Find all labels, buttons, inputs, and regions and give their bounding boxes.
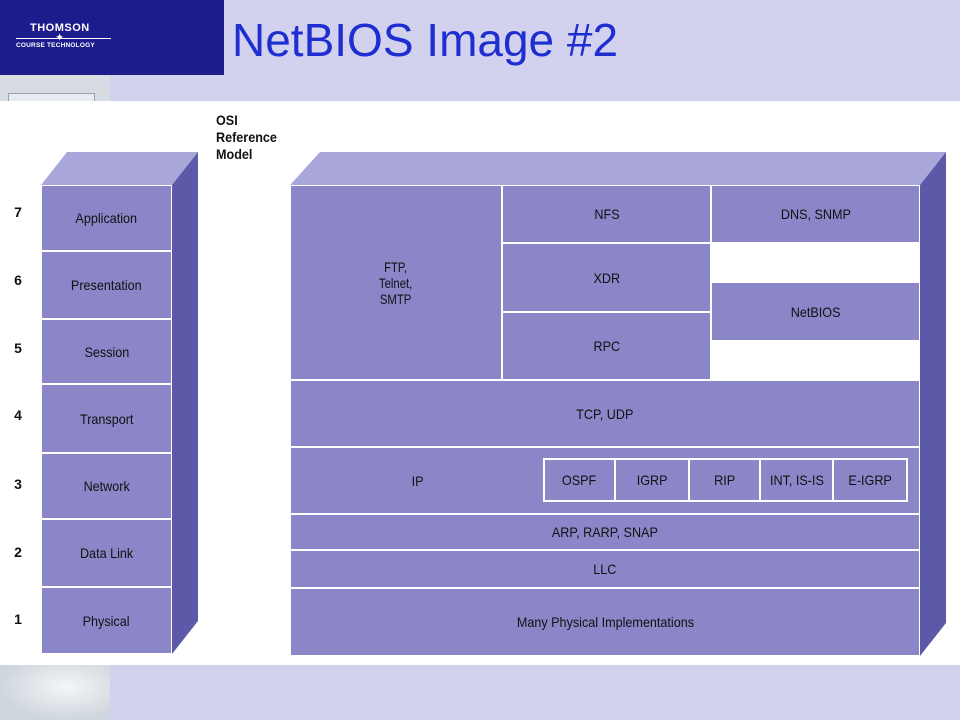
slide-title: NetBIOS Image #2	[232, 14, 619, 66]
routing-label: OSPF	[562, 472, 597, 488]
empty-cell-top	[712, 244, 919, 282]
protocol-label: DNS, SNMP	[780, 206, 851, 222]
routing-rip: RIP	[688, 458, 761, 502]
protocol-smtp: SMTP	[380, 290, 412, 307]
layer-number-7: 7	[14, 204, 22, 220]
thomson-logo: THOMSON ✦ COURSE TECHNOLOGY	[0, 0, 224, 75]
protocol-label: ARP, RARP, SNAP	[551, 524, 658, 540]
protocol-arp-rarp-snap: ARP, RARP, SNAP	[290, 514, 920, 550]
routing-label: IGRP	[636, 472, 668, 488]
layer-name: Network	[83, 478, 130, 494]
layer-number-3: 3	[14, 476, 22, 492]
osi-layer-presentation: Presentation	[41, 251, 172, 319]
osi-layer-data-link: Data Link	[41, 519, 172, 587]
protocol-rpc: RPC	[502, 312, 711, 380]
protocol-tcp-udp: TCP, UDP	[290, 380, 920, 447]
protocol-stack-top-face	[290, 152, 946, 185]
osi-layer-network: Network	[41, 453, 172, 519]
diagram-3d-faces	[41, 152, 946, 656]
osi-layer-application: Application	[41, 185, 172, 251]
protocol-netbios: NetBIOS	[711, 282, 920, 341]
layer-name: Presentation	[71, 277, 142, 293]
routing-label: E-IGRP	[848, 472, 892, 488]
empty-cell-bottom	[712, 342, 919, 379]
label-line-1: OSI	[216, 112, 238, 128]
osi-diagram: OSI Reference Model 7 6 5 4 3 2 1 Applic…	[0, 101, 960, 665]
routing-label: RIP	[713, 472, 736, 488]
layer-name: Transport	[79, 410, 134, 427]
protocol-label: RPC	[593, 338, 620, 354]
protocol-ip: IP	[290, 447, 546, 514]
osi-reference-model-label: OSI Reference Model	[216, 112, 277, 163]
protocol-label: TCP, UDP	[576, 405, 634, 422]
protocol-nfs: NFS	[502, 185, 711, 243]
protocol-ftp-telnet-smtp: FTP, Telnet, SMTP	[290, 185, 502, 380]
label-line-3: Model	[216, 146, 253, 162]
protocol-label: Many Physical Implementations	[516, 614, 694, 630]
bottom-decorative-image	[0, 665, 110, 720]
label-line-2: Reference	[216, 129, 277, 145]
layer-number-4: 4	[14, 407, 22, 423]
protocol-xdr: XDR	[502, 243, 711, 312]
logo-line2: COURSE TECHNOLOGY	[16, 42, 95, 49]
protocol-llc: LLC	[290, 550, 920, 588]
logo-rule	[16, 38, 111, 39]
routing-e-igrp: E-IGRP	[832, 458, 908, 502]
layer-number-6: 6	[14, 272, 22, 288]
logo-line1: THOMSON	[30, 22, 90, 34]
protocol-telnet: Telnet,	[379, 274, 413, 291]
layer-name: Application	[75, 210, 138, 226]
protocol-label: NFS	[593, 206, 620, 222]
osi-stack-top-face	[41, 152, 198, 185]
layer-name: Data Link	[79, 545, 134, 561]
osi-layer-physical: Physical	[41, 587, 172, 654]
layer-number-1: 1	[14, 611, 22, 627]
protocol-dns-snmp: DNS, SNMP	[711, 185, 920, 243]
osi-layer-session: Session	[41, 319, 172, 384]
osi-stack-side-face	[172, 152, 198, 654]
protocol-stack-side-face	[920, 152, 946, 656]
layer-number-5: 5	[14, 340, 22, 356]
layer-name: Physical	[83, 612, 130, 629]
protocol-physical-implementations: Many Physical Implementations	[290, 588, 920, 656]
protocol-label: NetBIOS	[790, 303, 841, 320]
routing-igrp: IGRP	[614, 458, 690, 502]
protocol-label: XDR	[593, 269, 620, 286]
routing-int-is-is: INT, IS-IS	[759, 458, 834, 502]
osi-layer-transport: Transport	[41, 384, 172, 453]
layer-name: Session	[84, 343, 129, 360]
protocol-label: LLC	[593, 561, 617, 577]
routing-ospf: OSPF	[543, 458, 616, 502]
routing-label: INT, IS-IS	[769, 472, 824, 488]
protocol-label: IP	[412, 472, 424, 489]
layer-number-2: 2	[14, 544, 22, 560]
protocol-ftp: FTP,	[384, 258, 408, 275]
